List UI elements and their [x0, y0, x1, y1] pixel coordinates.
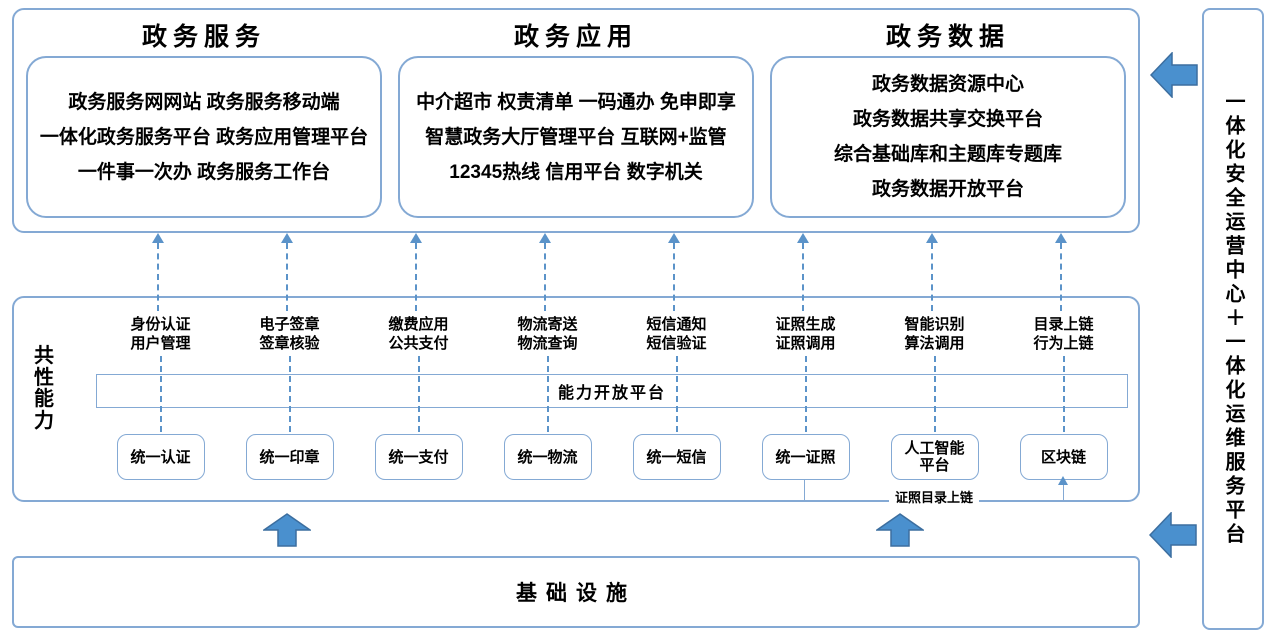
capability-box: 统一物流: [503, 434, 592, 480]
dashed-up-arrow-icon: [926, 233, 938, 311]
capability-label: 电子签章签章核验: [259, 316, 320, 352]
capability-box: 人工智能平台: [890, 434, 979, 480]
section-item: 政务数据开放平台: [871, 179, 1024, 200]
section-item: 政务服务网网站 政务服务移动端: [68, 91, 340, 113]
section-government-applications: 政务应用 中介超市 权责清单 一码通办 免申即享 智慧政务大厅管理平台 互联网+…: [398, 10, 754, 231]
dashed-line: [1062, 356, 1065, 432]
section-title: 政务服务: [141, 23, 266, 51]
capability-label: 目录上链行为上链: [1033, 316, 1094, 352]
left-arrow-icon: [1150, 52, 1198, 98]
dashed-up-arrow-icon: [1055, 233, 1067, 311]
dashed-up-arrow-icon: [281, 233, 293, 311]
section-title: 政务数据: [885, 23, 1010, 51]
section-item: 政务数据资源中心: [871, 74, 1024, 95]
dashed-line: [417, 356, 420, 432]
dashed-line: [288, 356, 291, 432]
left-arrow-icon: [1149, 512, 1197, 558]
capability-box: 区块链: [1019, 434, 1108, 480]
up-arrow-icon: [263, 513, 311, 547]
section-items-box: 政务数据资源中心 政务数据共享交换平台 综合基础库和主题库专题库 政务数据开放平…: [770, 56, 1126, 218]
capability-label: 身份认证用户管理: [130, 316, 191, 352]
top-layers-container: 政务服务 政务服务网网站 政务服务移动端 一体化政务服务平台 政务应用管理平台 …: [12, 8, 1140, 233]
section-government-services: 政务服务 政务服务网网站 政务服务移动端 一体化政务服务平台 政务应用管理平台 …: [26, 10, 382, 231]
dashed-line: [933, 356, 936, 432]
section-item: 政务数据共享交换平台: [852, 109, 1043, 130]
capability-label: 缴费应用公共支付: [388, 316, 449, 352]
capability-box: 统一认证: [116, 434, 205, 480]
capability-label: 智能识别算法调用: [904, 316, 965, 352]
section-item: 智慧政务大厅管理平台 互联网+监管: [425, 126, 727, 148]
connector-line: [804, 480, 805, 500]
security-ops-label: 一体化安全运营中心＋一体化运维服务平台: [1222, 91, 1244, 547]
section-title: 政务应用: [513, 23, 638, 51]
dashed-up-arrow-icon: [539, 233, 551, 311]
dashed-line: [675, 356, 678, 432]
section-item: 综合基础库和主题库专题库: [833, 144, 1062, 165]
dashed-up-arrow-icon: [668, 233, 680, 311]
connector-line: [1063, 484, 1064, 500]
capability-label: 短信通知短信验证: [646, 316, 707, 352]
section-item: 12345热线 信用平台 数字机关: [449, 161, 703, 183]
section-government-data: 政务数据 政务数据资源中心 政务数据共享交换平台 综合基础库和主题库专题库 政务…: [770, 10, 1126, 231]
capability-label: 证照生成证照调用: [775, 316, 836, 352]
capability-open-platform-label: 能力开放平台: [557, 385, 666, 402]
capability-col-sms: 短信通知短信验证 统一短信: [612, 298, 741, 504]
dashed-up-arrow-icon: [797, 233, 809, 311]
capability-box: 统一支付: [374, 434, 463, 480]
capability-col-logistics: 物流寄送物流查询 统一物流: [483, 298, 612, 504]
infrastructure-box: 基础设施: [12, 556, 1140, 628]
security-ops-panel: 一体化安全运营中心＋一体化运维服务平台: [1202, 8, 1264, 630]
dashed-line: [804, 356, 807, 432]
section-items-box: 中介超市 权责清单 一码通办 免申即享 智慧政务大厅管理平台 互联网+监管 12…: [398, 56, 754, 218]
capability-open-platform-bar: 能力开放平台: [96, 374, 1128, 408]
dashed-line: [159, 356, 162, 432]
connector-up-arrow-icon: [1058, 476, 1068, 485]
capability-label: 物流寄送物流查询: [517, 316, 578, 352]
connector-label: 证照目录上链: [888, 487, 980, 506]
capability-col-seal: 电子签章签章核验 统一印章: [225, 298, 354, 504]
capability-box: 统一证照: [761, 434, 850, 480]
capability-col-license: 证照生成证照调用 统一证照: [741, 298, 870, 504]
section-item: 中介超市 权责清单 一码通办 免申即享: [416, 91, 736, 113]
capability-col-payment: 缴费应用公共支付 统一支付: [354, 298, 483, 504]
dashed-up-arrow-icon: [410, 233, 422, 311]
infrastructure-label: 基础设施: [516, 582, 636, 605]
capability-col-auth: 身份认证用户管理 统一认证: [96, 298, 225, 504]
capability-col-ai: 智能识别算法调用 人工智能平台: [870, 298, 999, 504]
dashed-line: [546, 356, 549, 432]
capability-box: 统一印章: [245, 434, 334, 480]
capability-box: 统一短信: [632, 434, 721, 480]
section-item: 一体化政务服务平台 政务应用管理平台: [39, 126, 369, 148]
up-arrow-icon: [876, 513, 924, 547]
section-items-box: 政务服务网网站 政务服务移动端 一体化政务服务平台 政务应用管理平台 一件事一次…: [26, 56, 382, 218]
dashed-up-arrow-icon: [152, 233, 164, 311]
section-item: 一件事一次办 政务服务工作台: [77, 161, 331, 183]
common-capabilities-container: 共性能力 能力开放平台 身份认证用户管理 统一认证 电子签章签章核验 统一印章 …: [12, 296, 1140, 506]
common-capabilities-label: 共性能力: [34, 345, 54, 432]
capability-col-blockchain: 目录上链行为上链 区块链: [999, 298, 1128, 504]
